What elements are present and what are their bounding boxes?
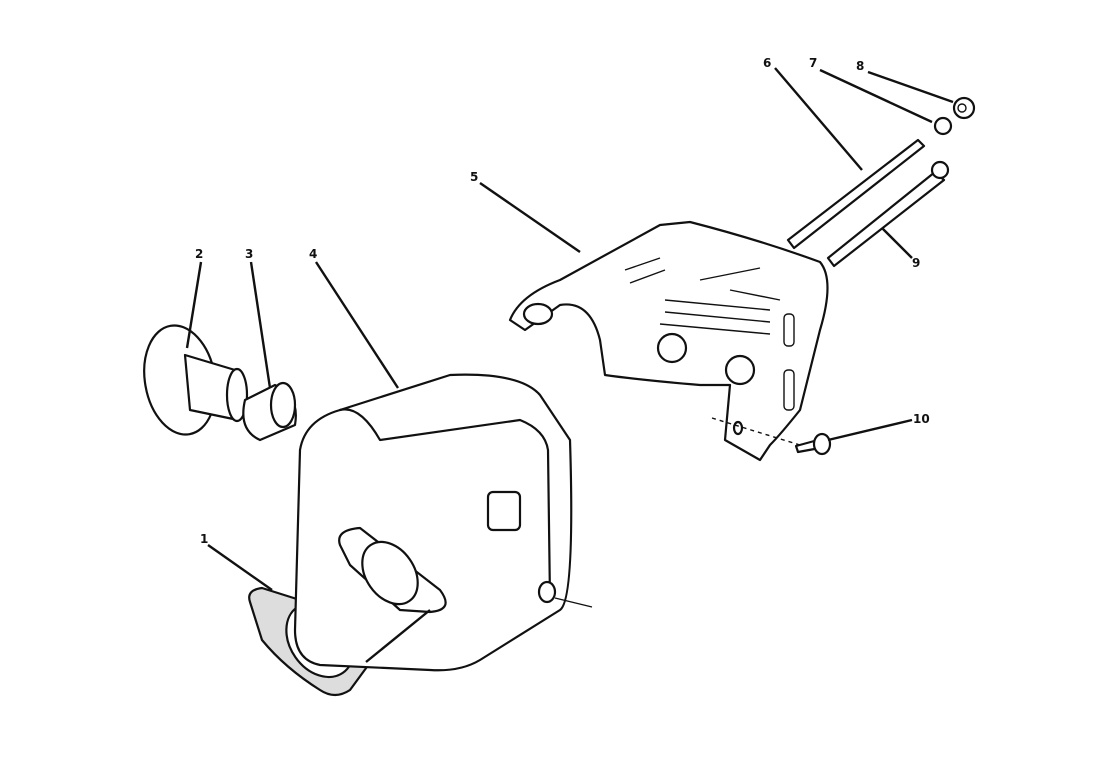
screw-part [794,432,832,456]
rod-part [786,138,950,268]
callout-4: 4 [309,247,317,261]
washer-part [933,116,953,136]
nut-part [952,96,976,120]
callout-5: 5 [470,170,478,184]
muffler-part [293,373,593,672]
callout-9: 9 [912,256,920,270]
callout-2: 2 [195,247,203,261]
callout-8: 8 [856,59,864,73]
leader-lines [185,67,954,663]
callout-6: 6 [763,56,771,70]
callout-1: 1 [200,532,208,546]
heat-shield-part [508,220,829,462]
callout-3: 3 [245,247,253,261]
callout-7: 7 [809,56,817,70]
sleeve-part [242,381,297,442]
exhaust-flange-part [143,324,249,436]
callout-10: 10 [913,412,930,426]
